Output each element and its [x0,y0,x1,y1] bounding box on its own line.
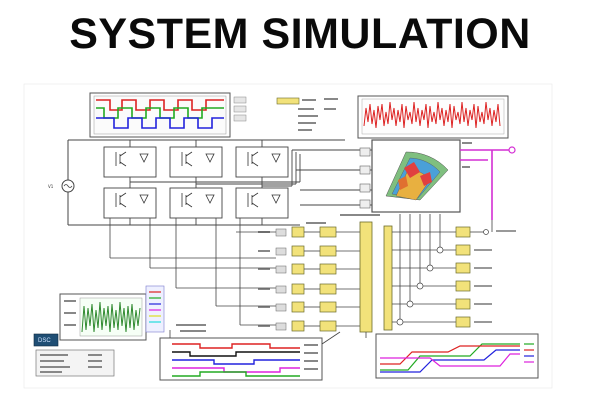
gate-signal-scope[interactable] [159,337,323,381]
pwm-wave-red [96,99,224,111]
magenta-link [460,149,512,220]
sum-junctions [396,246,444,326]
pwm-scope[interactable] [89,92,247,138]
controller-blocks[interactable] [258,214,380,332]
measurement-wires [392,214,493,323]
pwm-wave-blue [96,117,224,129]
speed-scope[interactable] [375,333,539,379]
scope-legend [145,285,165,333]
dc-bus [67,139,345,226]
current-scope[interactable] [59,293,147,341]
phase-wires [130,149,372,206]
signal-bus-blocks[interactable] [359,221,393,333]
torque-scope[interactable] [357,95,509,139]
gate-scope-labels [176,324,206,332]
dsc-button-label: DSC [38,338,51,344]
motor-model-icon [385,151,449,201]
dsc-button[interactable] [33,333,59,347]
inverter-bridge [103,140,289,225]
voltage-source-icon[interactable] [61,179,75,193]
igbt-switch-icon [115,151,281,208]
current-trace [81,301,141,333]
gate-wires [109,218,360,327]
signal-label-list [276,97,338,131]
source-label: V1 [48,184,54,189]
page-title: SYSTEM SIMULATION [69,10,531,58]
output-terminal-icon[interactable] [508,146,516,154]
control-panel: DSC [33,333,115,377]
torque-trace [363,101,501,129]
output-probe-blocks[interactable] [455,226,516,328]
